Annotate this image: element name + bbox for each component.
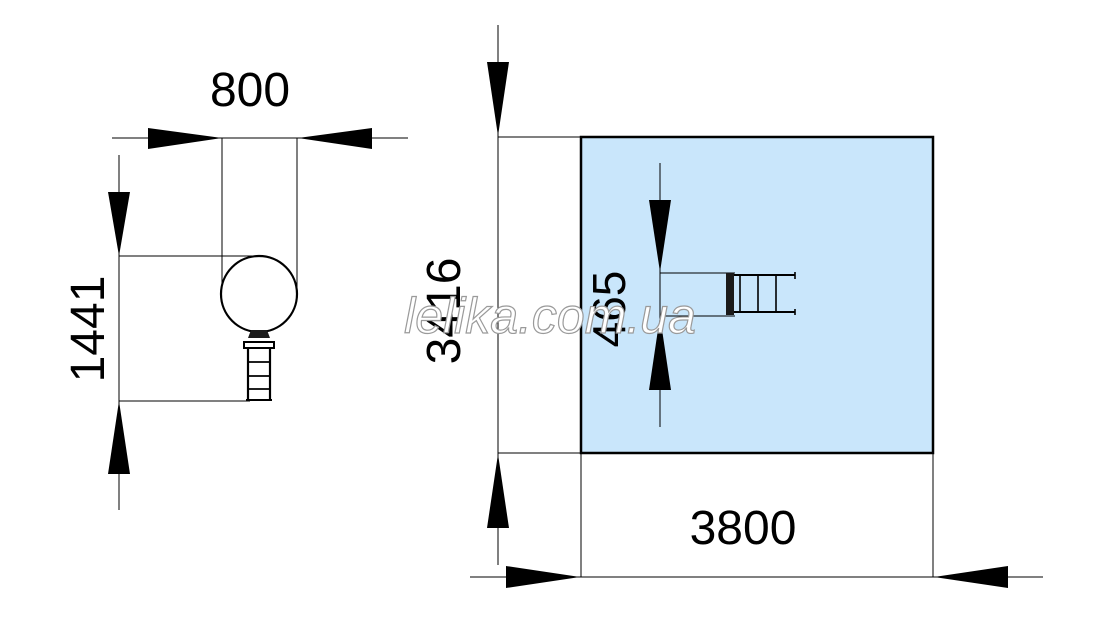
ladder-shape [243,330,275,401]
left-figure: 800 1441 [62,64,408,510]
right-figure: 3416 3800 465 [418,25,1043,588]
left-width-arrow-right [298,128,372,149]
left-width-label: 800 [210,64,290,117]
right-height-label: 3416 [418,258,471,365]
inner-height-label: 465 [583,271,635,348]
left-height-label: 1441 [62,276,115,383]
right-width-arrow-left [506,566,580,588]
ladder-side-shape [726,272,796,315]
right-width-arrow-right [934,566,1008,588]
inner-height-arrow-bottom [649,316,671,390]
left-height-arrow-bottom [108,401,130,474]
right-width-label: 3800 [690,502,797,555]
safety-area-rect [579,135,935,455]
inner-height-arrow-top [649,200,671,272]
left-height-arrow-top [108,192,130,256]
watermark-text: lelika.com.ua [404,288,696,344]
right-height-arrow-top [487,62,509,136]
right-height-arrow-bottom [487,454,509,528]
left-width-arrow-left [148,128,222,149]
round-platform-shape [219,254,299,334]
